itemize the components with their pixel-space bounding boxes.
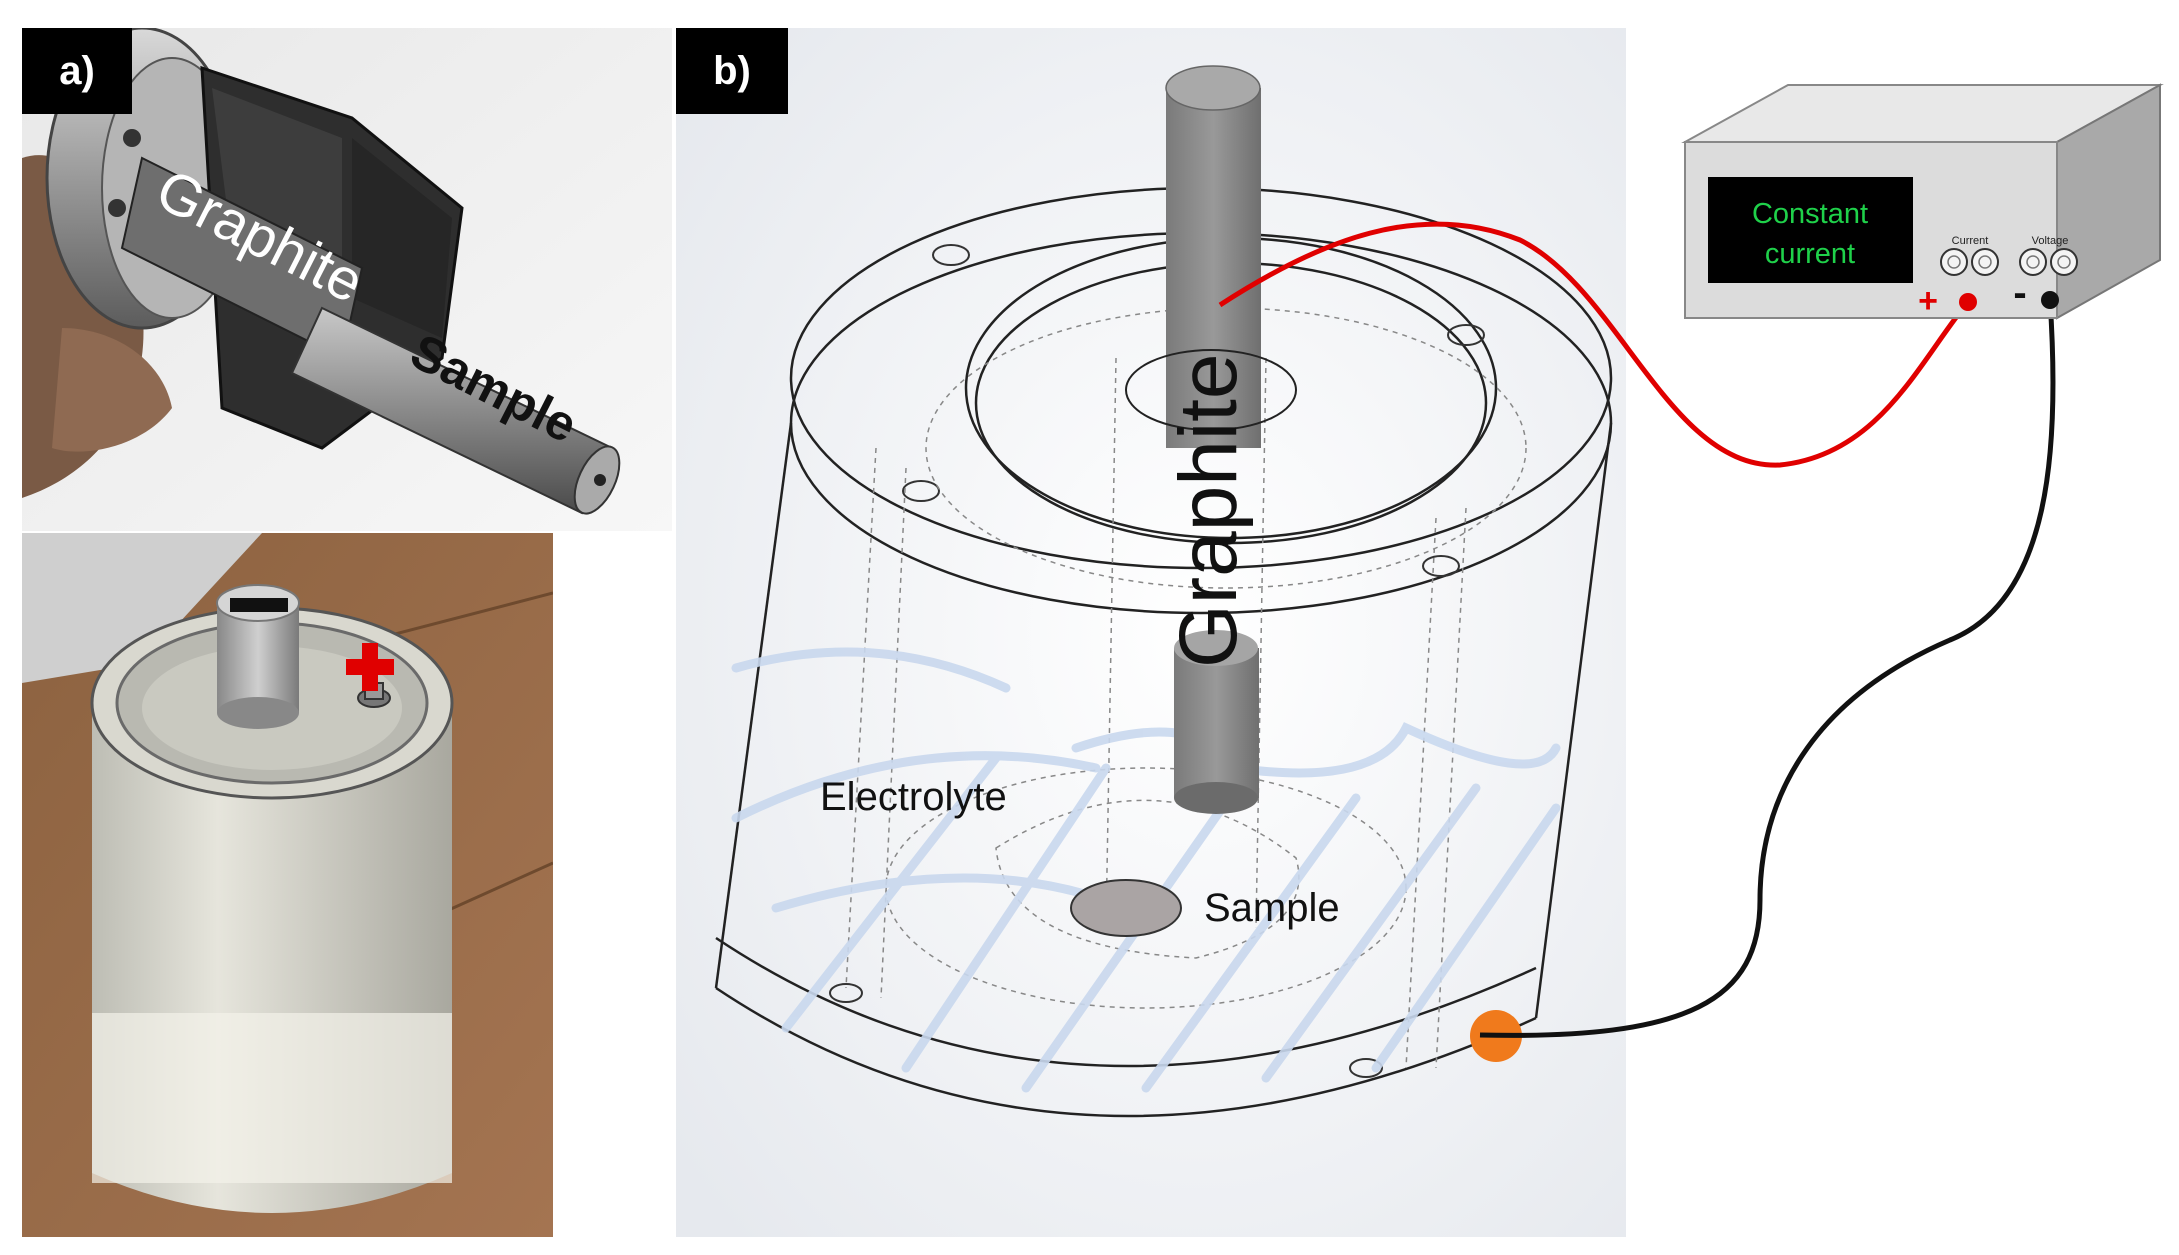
voltage-knob-label: Voltage: [2032, 235, 2069, 247]
panel-b-tag: b): [676, 28, 788, 114]
panel-a-bottom-photo: [22, 533, 553, 1237]
graphite-holder-illustration: Graphite Sample: [22, 28, 672, 531]
display-line-1: Constant: [1752, 198, 1868, 230]
negative-terminal[interactable]: [2041, 291, 2059, 309]
current-knobs[interactable]: [1940, 248, 1999, 276]
graphite-label: Graphite: [1163, 353, 1254, 668]
display-line-2: current: [1765, 238, 1855, 270]
minus-symbol: [230, 598, 288, 612]
panel-a-tag: a): [22, 28, 132, 114]
panel-b: Graphite Electrolyte Sample b): [676, 28, 1626, 1237]
electrochemical-cell-illustration: [22, 533, 553, 1237]
panel-a-top-photo: Graphite Sample a): [22, 28, 672, 531]
sample-label: Sample: [1204, 886, 1340, 930]
cell-schematic: Graphite Electrolyte Sample: [676, 28, 1626, 1237]
plus-symbol: [346, 643, 394, 691]
voltage-knobs[interactable]: [2019, 248, 2078, 276]
electrode-contact: [1470, 1010, 1522, 1062]
positive-sign: +: [1918, 282, 1938, 320]
electrolyte-label: Electrolyte: [820, 775, 1007, 819]
current-knob-label: Current: [1952, 235, 1989, 247]
display-screen: [1708, 177, 1913, 283]
power-supply: [1681, 83, 2164, 320]
negative-sign: -: [2013, 271, 2026, 315]
positive-terminal[interactable]: [1959, 293, 1977, 311]
